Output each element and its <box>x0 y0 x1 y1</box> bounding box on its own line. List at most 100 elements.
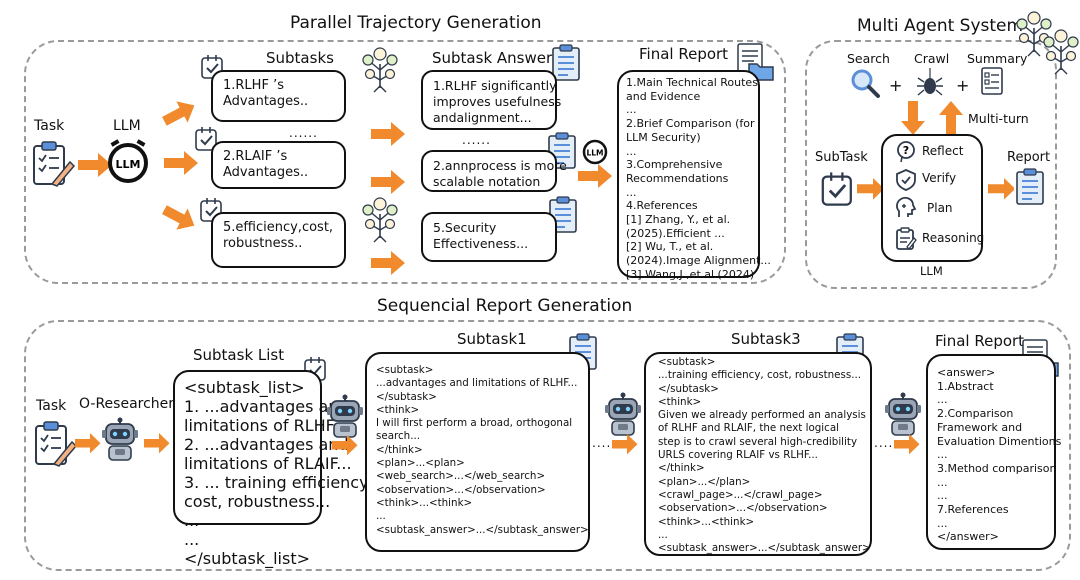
answers-ellipsis: ...... <box>462 133 491 147</box>
subtask-list-line: cost, robustness... <box>184 492 331 511</box>
arrow-list-to-subtask1 <box>332 435 358 456</box>
robot-icon <box>884 391 922 436</box>
arrow-subtask-to-llm <box>857 178 883 200</box>
subtask3-line: <subtask> <box>658 356 716 368</box>
subtask-text: 2.RLAIF ’s <box>223 149 288 164</box>
final-report-header-top: Final Report <box>639 45 729 63</box>
robot-icon <box>604 391 642 436</box>
subtask3-line: URLS covering RLAIF vs RLHF... <box>658 449 818 462</box>
subtask1-line: search... <box>376 430 421 443</box>
task-label-bottom: Task <box>36 398 67 414</box>
plan-label: Plan <box>927 201 953 215</box>
svg-text:?: ? <box>903 144 909 157</box>
answer-box-2: 2.annprocess is more scalable notation <box>421 150 567 192</box>
clipboard-icon <box>35 421 77 467</box>
final-report-line: 4.References <box>626 199 698 213</box>
subtask-list-line: limitations of RLAIF... <box>184 454 352 473</box>
subtask-list-line: 3. ... training efficiency, <box>184 473 374 492</box>
subtask3-line: <think>...<think> <box>658 515 755 528</box>
subtask-box-1: 1.RLHF ’s Advantages.. <box>211 70 346 122</box>
subtask1-line: ...advantages and limitations of RLHF... <box>376 377 578 390</box>
subtask1-header: Subtask1 <box>457 330 527 348</box>
subtask3-line: </subtask> <box>658 382 719 395</box>
llm-small-icon: LLM <box>582 139 608 165</box>
subtask-list-header: Subtask List <box>193 346 285 364</box>
summary-label: Summary <box>967 51 1028 66</box>
answer-text: improves usefulness <box>433 94 562 109</box>
final-report-line: (2024).Image Alignment... <box>626 254 771 268</box>
arrow-llm-to-report <box>988 178 1014 200</box>
subtask-text: Advantages.. <box>223 165 309 180</box>
subtask1-line: <think> <box>376 403 420 416</box>
final-report-header-bottom: Final Report <box>935 332 1025 350</box>
answer-text: 5.Security <box>433 220 497 235</box>
arrow-task-to-researcher <box>75 433 101 454</box>
subtask-box-5: 5.efficiency,cost, robustness.. <box>211 212 346 268</box>
robot-icon <box>326 393 364 438</box>
subtask3-header: Subtask3 <box>731 330 801 348</box>
arrow-subtask-to-answer <box>371 170 405 194</box>
subtask-list-line: 2. ...advantages and <box>184 435 349 454</box>
verify-label: Verify <box>922 171 957 185</box>
final-report-line: LLM Security) <box>626 130 701 144</box>
subtask1-line: <subtask_answer>...</subtask_answer> <box>376 523 589 536</box>
tree-icon <box>362 47 398 93</box>
subtask3-line: <crawl_page>...</crawl_page> <box>658 488 823 501</box>
final-report-line: Recommendations <box>626 171 729 185</box>
crawl-label: Crawl <box>914 51 950 66</box>
subtask-text: 5.efficiency,cost, <box>223 220 334 235</box>
final-report-line: 2.Comparison <box>937 407 1014 421</box>
search-label: Search <box>847 51 890 66</box>
subtasks-header: Subtasks <box>266 49 334 67</box>
final-report-line: [1] Zhang, Y., et al. <box>626 213 731 227</box>
arrow-to-final-report <box>894 434 920 455</box>
subtask3-line: ...training efficiency, cost, robustness… <box>658 369 862 382</box>
subtask-list-line: limitations of RLHF... <box>184 416 348 435</box>
plus-sign: + <box>956 76 970 95</box>
report-label-mas: Report <box>1007 150 1051 165</box>
subtask1-line: <observation>...</observation> <box>376 483 546 496</box>
multi-agent-title: Multi Agent System <box>857 16 1024 36</box>
subtask-box-2: 2.RLAIF ’s Advantages.. <box>211 141 346 189</box>
parallel-trajectory-title: Parallel Trajectory Generation <box>290 13 542 33</box>
spider-icon <box>917 68 943 96</box>
subtask3-line: step is to crawl several high-credibilit… <box>658 435 858 448</box>
search-icon <box>851 69 880 98</box>
answer-text: andalignment... <box>433 110 532 125</box>
reasoning-icon <box>896 227 917 250</box>
final-report-line: ... <box>937 489 948 503</box>
subtask-list-line: ... <box>184 530 200 549</box>
subtask3-line: <subtask_answer>...</subtask_answer> <box>658 542 871 555</box>
llm-label-mas: LLM <box>920 264 943 278</box>
clipboard-icon <box>33 141 75 187</box>
plus-sign: + <box>889 76 903 95</box>
tree-icon <box>362 197 398 243</box>
multi-turn-label: Multi-turn <box>968 111 1029 126</box>
final-report-line: and Evidence <box>626 89 701 103</box>
final-report-line: ... <box>937 475 948 489</box>
robot-icon <box>101 416 139 461</box>
subtask-label-mas: SubTask <box>815 150 868 165</box>
llm-logo-icon: LLM <box>108 139 148 183</box>
subtask-text: 1.RLHF ’s <box>223 78 284 93</box>
final-report-line: ... <box>626 144 637 158</box>
subtask1-line: ... <box>376 510 386 523</box>
llm-small-badge: LLM <box>586 149 603 158</box>
answer-box-1: 1.RLHF significantly improves usefulness… <box>421 70 562 130</box>
final-report-line: (2025).Efficient ... <box>626 226 725 240</box>
final-report-line: ... <box>937 448 948 462</box>
subtask1-box: <subtask>...advantages and limitations o… <box>365 352 590 552</box>
check-calendar-icon <box>821 170 853 207</box>
subtask1-lines: <subtask>...advantages and limitations o… <box>376 364 589 537</box>
arrow-researcher-to-list <box>144 433 170 454</box>
summary-doc-icon <box>981 67 1003 95</box>
subtask-answer-header: Subtask Answer <box>432 49 553 67</box>
final-report-line: Framework and <box>937 420 1023 434</box>
subtask1-line: <subtask> <box>376 364 434 376</box>
final-report-line: [3] Wang,J.,et al.(2024) <box>626 267 755 281</box>
shield-check-icon <box>896 169 916 191</box>
